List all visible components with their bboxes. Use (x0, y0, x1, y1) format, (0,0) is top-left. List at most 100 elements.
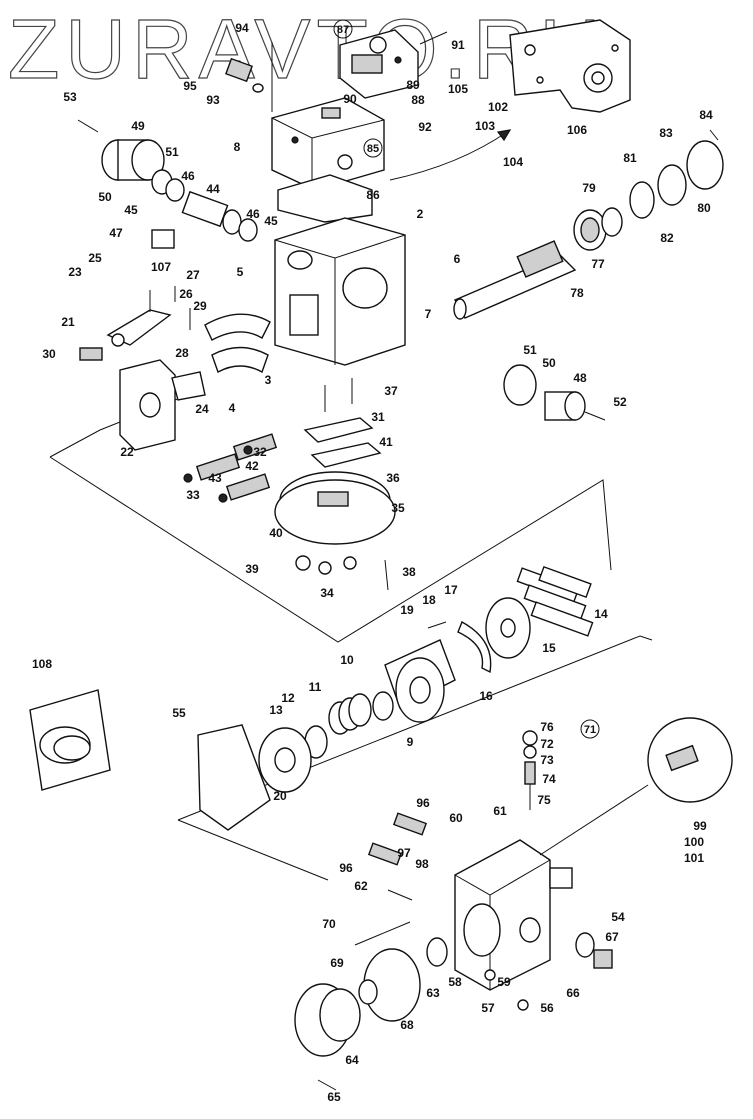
solenoid-valve (339, 29, 419, 99)
bolt-91 (419, 31, 448, 45)
part-label-l59: 59 (497, 975, 511, 989)
control-arm (106, 309, 172, 347)
part-label-l75: 75 (537, 793, 551, 807)
part-label-l46b: 46 (246, 207, 260, 221)
part-label-l69: 69 (330, 956, 344, 970)
part-label-l30: 30 (42, 347, 56, 361)
part-label-l64: 64 (345, 1053, 359, 1067)
part-label-l35: 35 (391, 501, 405, 515)
part-label-l91: 91 (451, 38, 465, 52)
cover-hub (101, 139, 165, 181)
seal-ring-45 (238, 218, 258, 242)
o-ring-67 (575, 932, 595, 958)
circled-label-c85: 85 (363, 138, 383, 158)
part-label-l67: 67 (605, 930, 619, 944)
part-label-l79: 79 (582, 181, 596, 195)
guide-16 (457, 621, 492, 674)
bolt-38 (384, 559, 389, 591)
part-label-l86: 86 (366, 188, 380, 202)
washer-40 (295, 555, 311, 571)
part-label-l104: 104 (503, 155, 523, 169)
part-label-l80: 80 (697, 201, 711, 215)
part-label-l78: 78 (570, 286, 584, 300)
part-label-l5: 5 (237, 265, 244, 279)
bearing-77 (573, 209, 607, 251)
arrow-head (496, 129, 512, 142)
connector-plug (225, 57, 264, 93)
detail-inset-99 (647, 717, 733, 803)
part-label-l25: 25 (88, 251, 102, 265)
part-label-l106: 106 (567, 123, 587, 137)
part-label-l54: 54 (611, 910, 625, 924)
part-label-l58: 58 (448, 975, 462, 989)
part-label-l60: 60 (449, 811, 463, 825)
assembly-arrow (389, 129, 511, 181)
part-label-l36: 36 (386, 471, 400, 485)
part-label-l51b: 51 (523, 343, 537, 357)
part-label-l24: 24 (195, 402, 209, 416)
plug-66 (593, 949, 613, 969)
part-label-l61: 61 (493, 804, 507, 818)
part-label-l66: 66 (566, 986, 580, 1000)
part-label-l97: 97 (397, 846, 411, 860)
part-label-l102: 102 (488, 100, 508, 114)
part-label-l98: 98 (415, 857, 429, 871)
part-label-l76: 76 (540, 720, 554, 734)
ring-59 (484, 969, 496, 981)
part-label-l70: 70 (322, 917, 336, 931)
part-label-l26: 26 (179, 287, 193, 301)
main-housing (274, 217, 406, 366)
part-label-l105: 105 (448, 82, 468, 96)
part-label-l3: 3 (265, 373, 272, 387)
part-label-l63: 63 (426, 986, 440, 1000)
part-label-l20: 20 (273, 789, 287, 803)
part-label-l92: 92 (418, 120, 432, 134)
spring-11 (328, 693, 372, 735)
part-label-l37: 37 (384, 384, 398, 398)
part-label-l89: 89 (406, 78, 420, 92)
part-label-l50b: 50 (542, 356, 556, 370)
seal-81 (629, 181, 655, 219)
swash-bearings (204, 313, 271, 374)
part-label-l9: 9 (407, 735, 414, 749)
part-label-l57: 57 (481, 1001, 495, 1015)
part-label-l53: 53 (63, 90, 77, 104)
seal-ring-46 (165, 178, 185, 202)
part-label-l94: 94 (235, 21, 249, 35)
part-label-l16: 16 (479, 689, 493, 703)
part-label-l51a: 51 (165, 145, 179, 159)
screw-19 (427, 621, 447, 629)
bolt-65 (317, 1079, 337, 1091)
end-cap-48 (503, 364, 586, 421)
svg-text:85: 85 (367, 143, 379, 155)
part-label-l49: 49 (131, 119, 145, 133)
part-label-l6: 6 (454, 252, 461, 266)
part-label-l107: 107 (151, 260, 171, 274)
part-label-l45a: 45 (124, 203, 138, 217)
part-label-l29: 29 (193, 299, 207, 313)
watermark-text: ZURAVTO.RU (8, 2, 606, 96)
part-label-l12: 12 (281, 691, 295, 705)
part-label-l15: 15 (542, 641, 556, 655)
part-label-l90: 90 (343, 92, 357, 106)
part-label-l48: 48 (573, 371, 587, 385)
swash-plate-35 (274, 471, 396, 545)
circled-label-c71: 71 (580, 719, 600, 739)
part-label-l101: 101 (684, 851, 704, 865)
seal-kit-108 (29, 689, 111, 791)
part-label-l8: 8 (234, 140, 241, 154)
bolt-53 (77, 119, 99, 133)
plug-57 (517, 999, 529, 1011)
part-label-l93: 93 (206, 93, 220, 107)
cover-24 (171, 371, 206, 401)
assembly-outline (49, 389, 653, 881)
springs-42-43 (183, 433, 278, 503)
part-label-l99: 99 (693, 819, 707, 833)
part-label-l44: 44 (206, 182, 220, 196)
cover-83 (686, 140, 724, 190)
detail-leader (539, 784, 649, 856)
part-label-l40: 40 (269, 526, 283, 540)
flange-64 (294, 983, 361, 1057)
bolt-84 (709, 129, 719, 141)
